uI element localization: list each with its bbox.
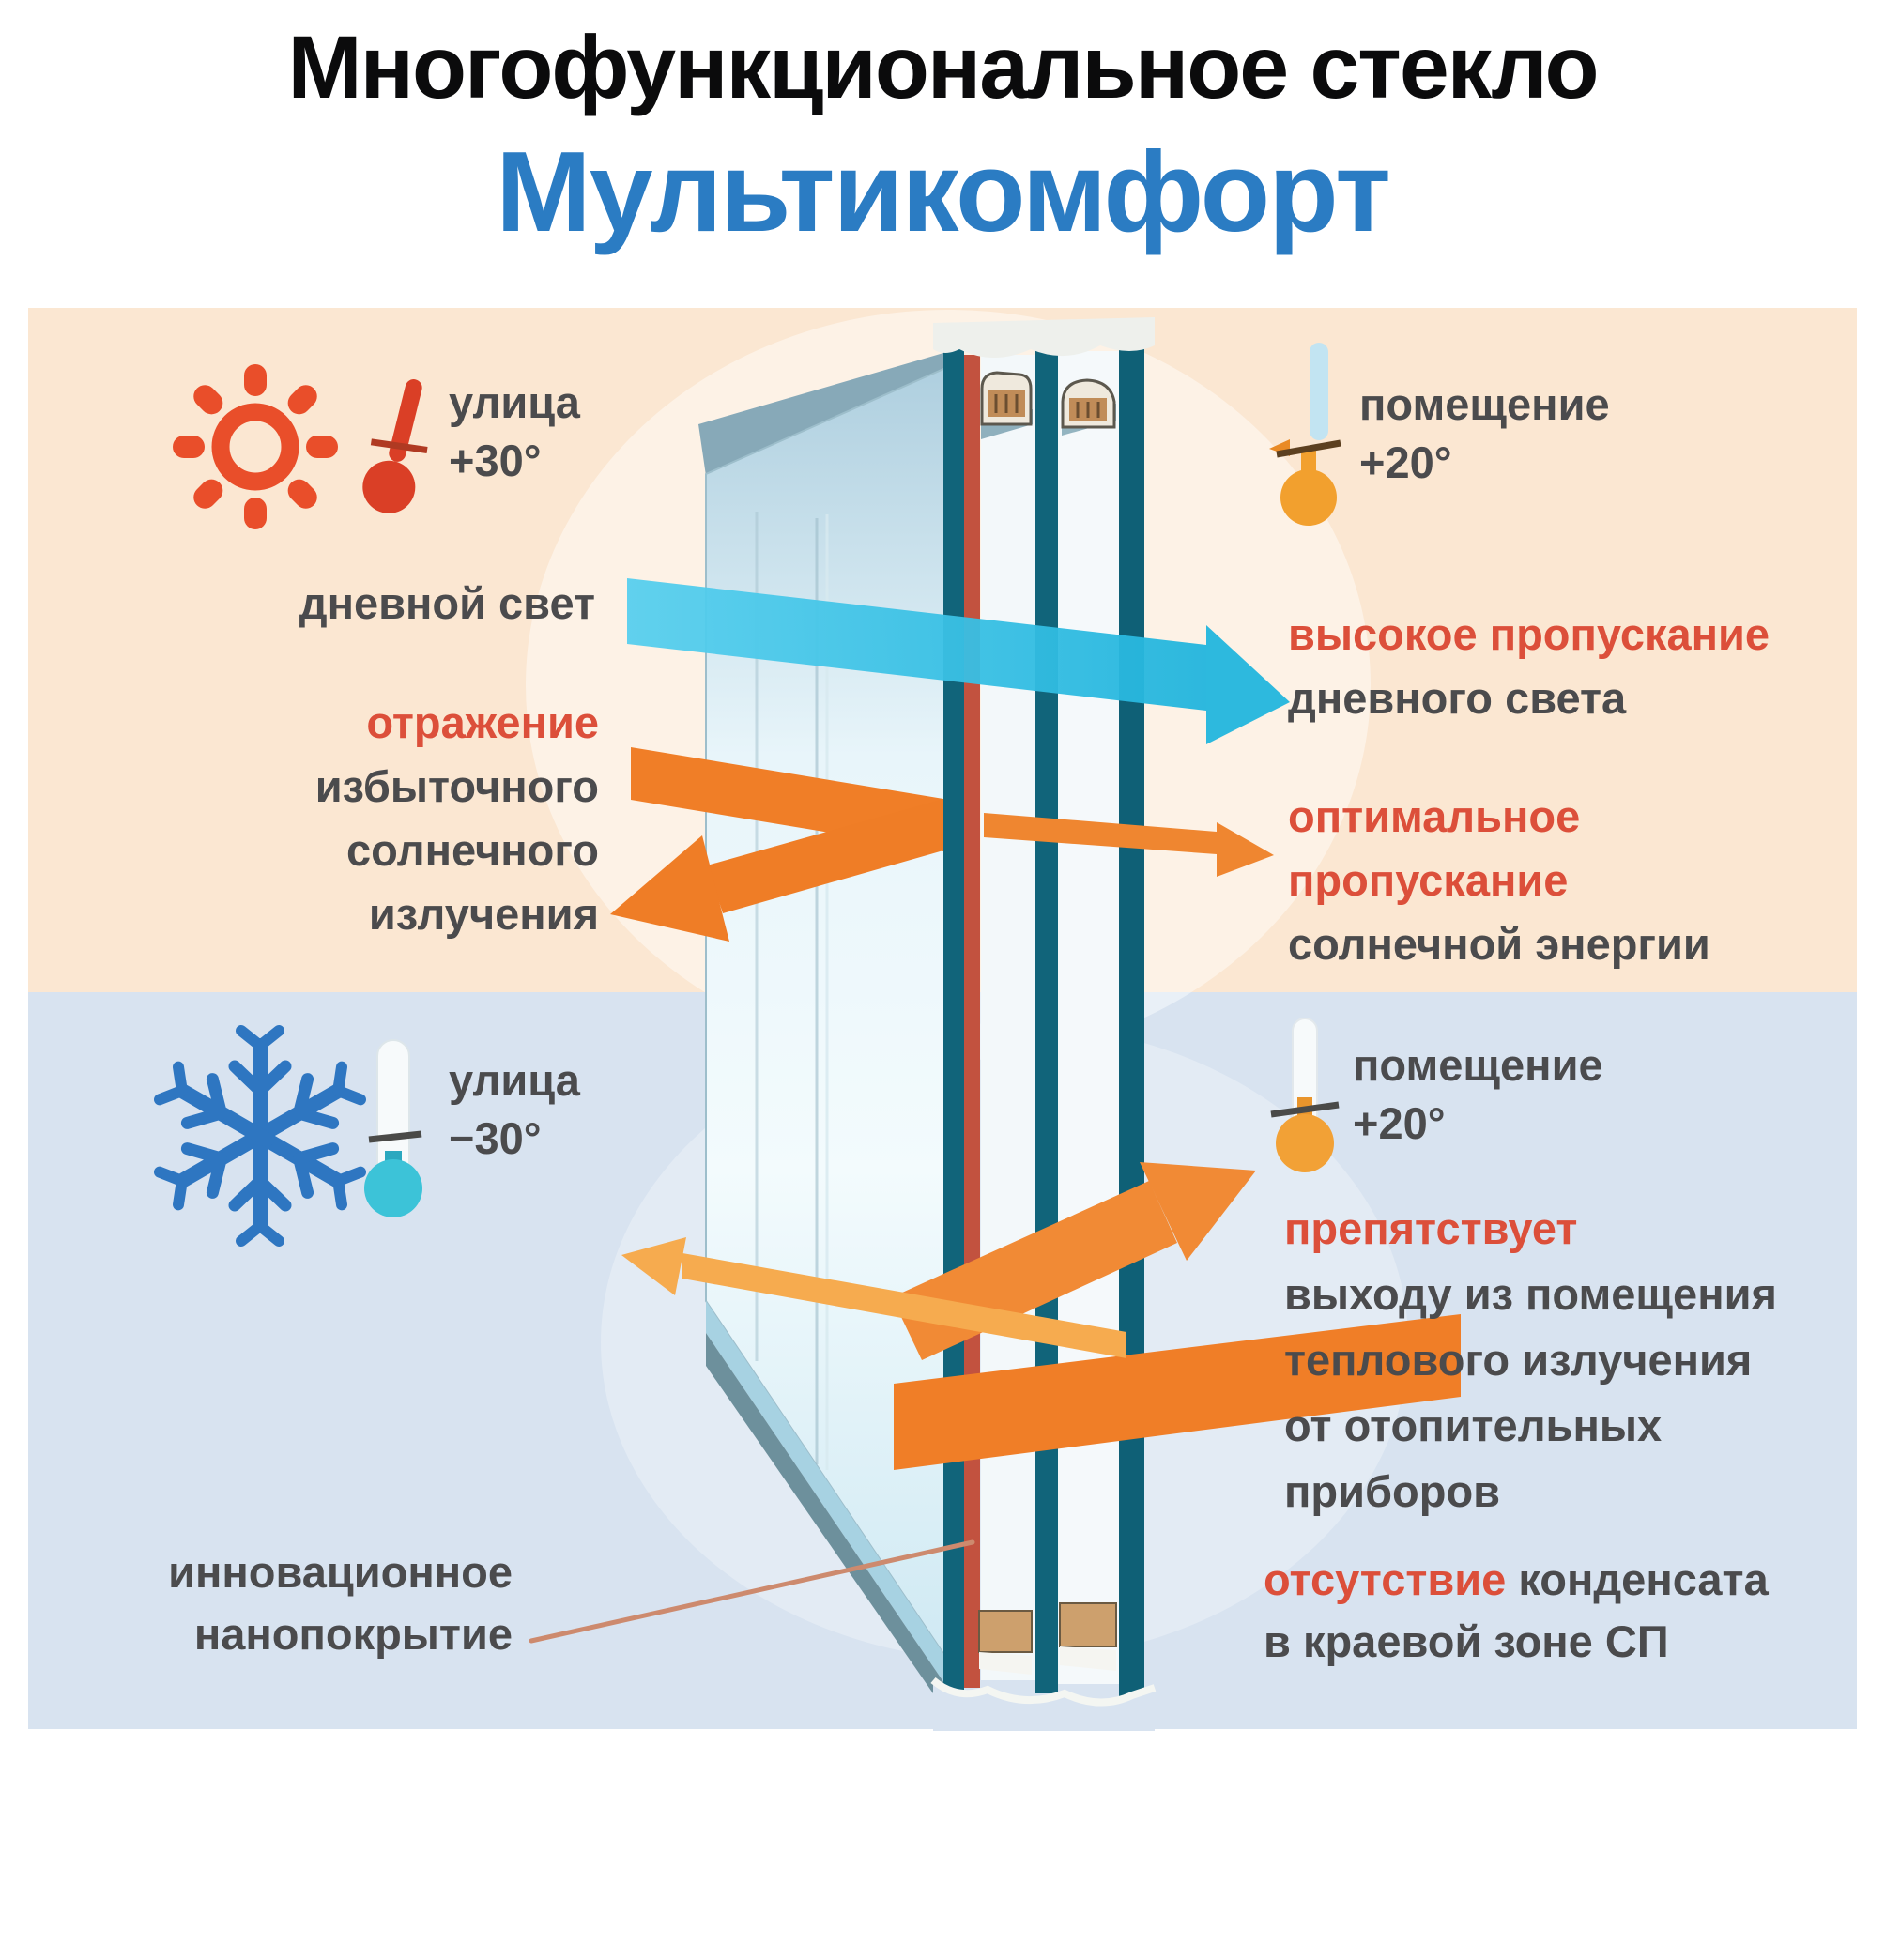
room-winter-label: помещение +20° [1353, 1036, 1603, 1153]
glass-top-cut [933, 317, 1155, 358]
room-summer-label: помещение +20° [1359, 375, 1610, 492]
heat-prevent-label: препятствует выходу из помещения теплово… [1284, 1203, 1777, 1516]
nano-coating-label: инновационное нанопокрытие [168, 1547, 513, 1659]
glass-pane-edge [943, 349, 964, 1690]
air-gap [981, 355, 1035, 1680]
room-label: помещение [1353, 1040, 1603, 1090]
street-label: улица [449, 1055, 580, 1105]
glass-bottom-fringe [930, 1677, 1157, 1707]
spacer-bar-top [980, 371, 1033, 426]
thermometer-room-summer-icon [1269, 343, 1341, 526]
street-winter-label: улица −30° [449, 1051, 580, 1168]
heat-radiator-band [894, 1314, 1461, 1470]
reflection-label: отражение избыточного солнечного излучен… [314, 697, 599, 939]
street-label: улица [449, 377, 580, 427]
sun-icon [173, 364, 338, 529]
solar-transmitted-arrow [984, 813, 1274, 877]
street-temp: −30° [449, 1113, 542, 1163]
snowflake-icon [154, 1025, 366, 1247]
thermometer-street-summer-icon [362, 379, 428, 513]
street-temp: +30° [449, 436, 542, 485]
heat-leak-arrow [621, 1237, 1126, 1358]
solar-pass-label: оптимальное пропускание солнечной энерги… [1288, 791, 1710, 969]
room-temp: +20° [1353, 1098, 1446, 1148]
solar-reflected-arrow [610, 799, 943, 942]
room-temp: +20° [1359, 437, 1452, 487]
street-summer-label: улица +30° [449, 374, 580, 490]
spacer-bar-bottom [1059, 1602, 1117, 1671]
nano-coating-stripe [964, 355, 980, 1688]
air-gap [1058, 351, 1119, 1684]
daylight-arrow [627, 578, 1290, 744]
daylight-label: дневной свет [299, 578, 595, 628]
coating-callout-line [529, 1539, 975, 1644]
thermometer-street-winter-icon [364, 1039, 422, 1217]
room-label: помещение [1359, 379, 1610, 429]
condensate-label: отсутствие конденсата в краевой зоне СП [1264, 1554, 1769, 1666]
spacer-bar-bottom [978, 1610, 1033, 1675]
page-subtitle: Мультикомфорт [496, 128, 1391, 255]
glass-pane-edge [1035, 345, 1058, 1693]
page-title: Многофункциональное стекло [287, 18, 1600, 117]
spacer-bar-top [1061, 378, 1116, 429]
glass-pane-edge [1119, 342, 1144, 1699]
glass-unit [698, 317, 1157, 1731]
daylight-pass-label: высокое пропускание дневного света [1288, 609, 1770, 723]
thermometer-room-winter-icon [1270, 1018, 1340, 1172]
